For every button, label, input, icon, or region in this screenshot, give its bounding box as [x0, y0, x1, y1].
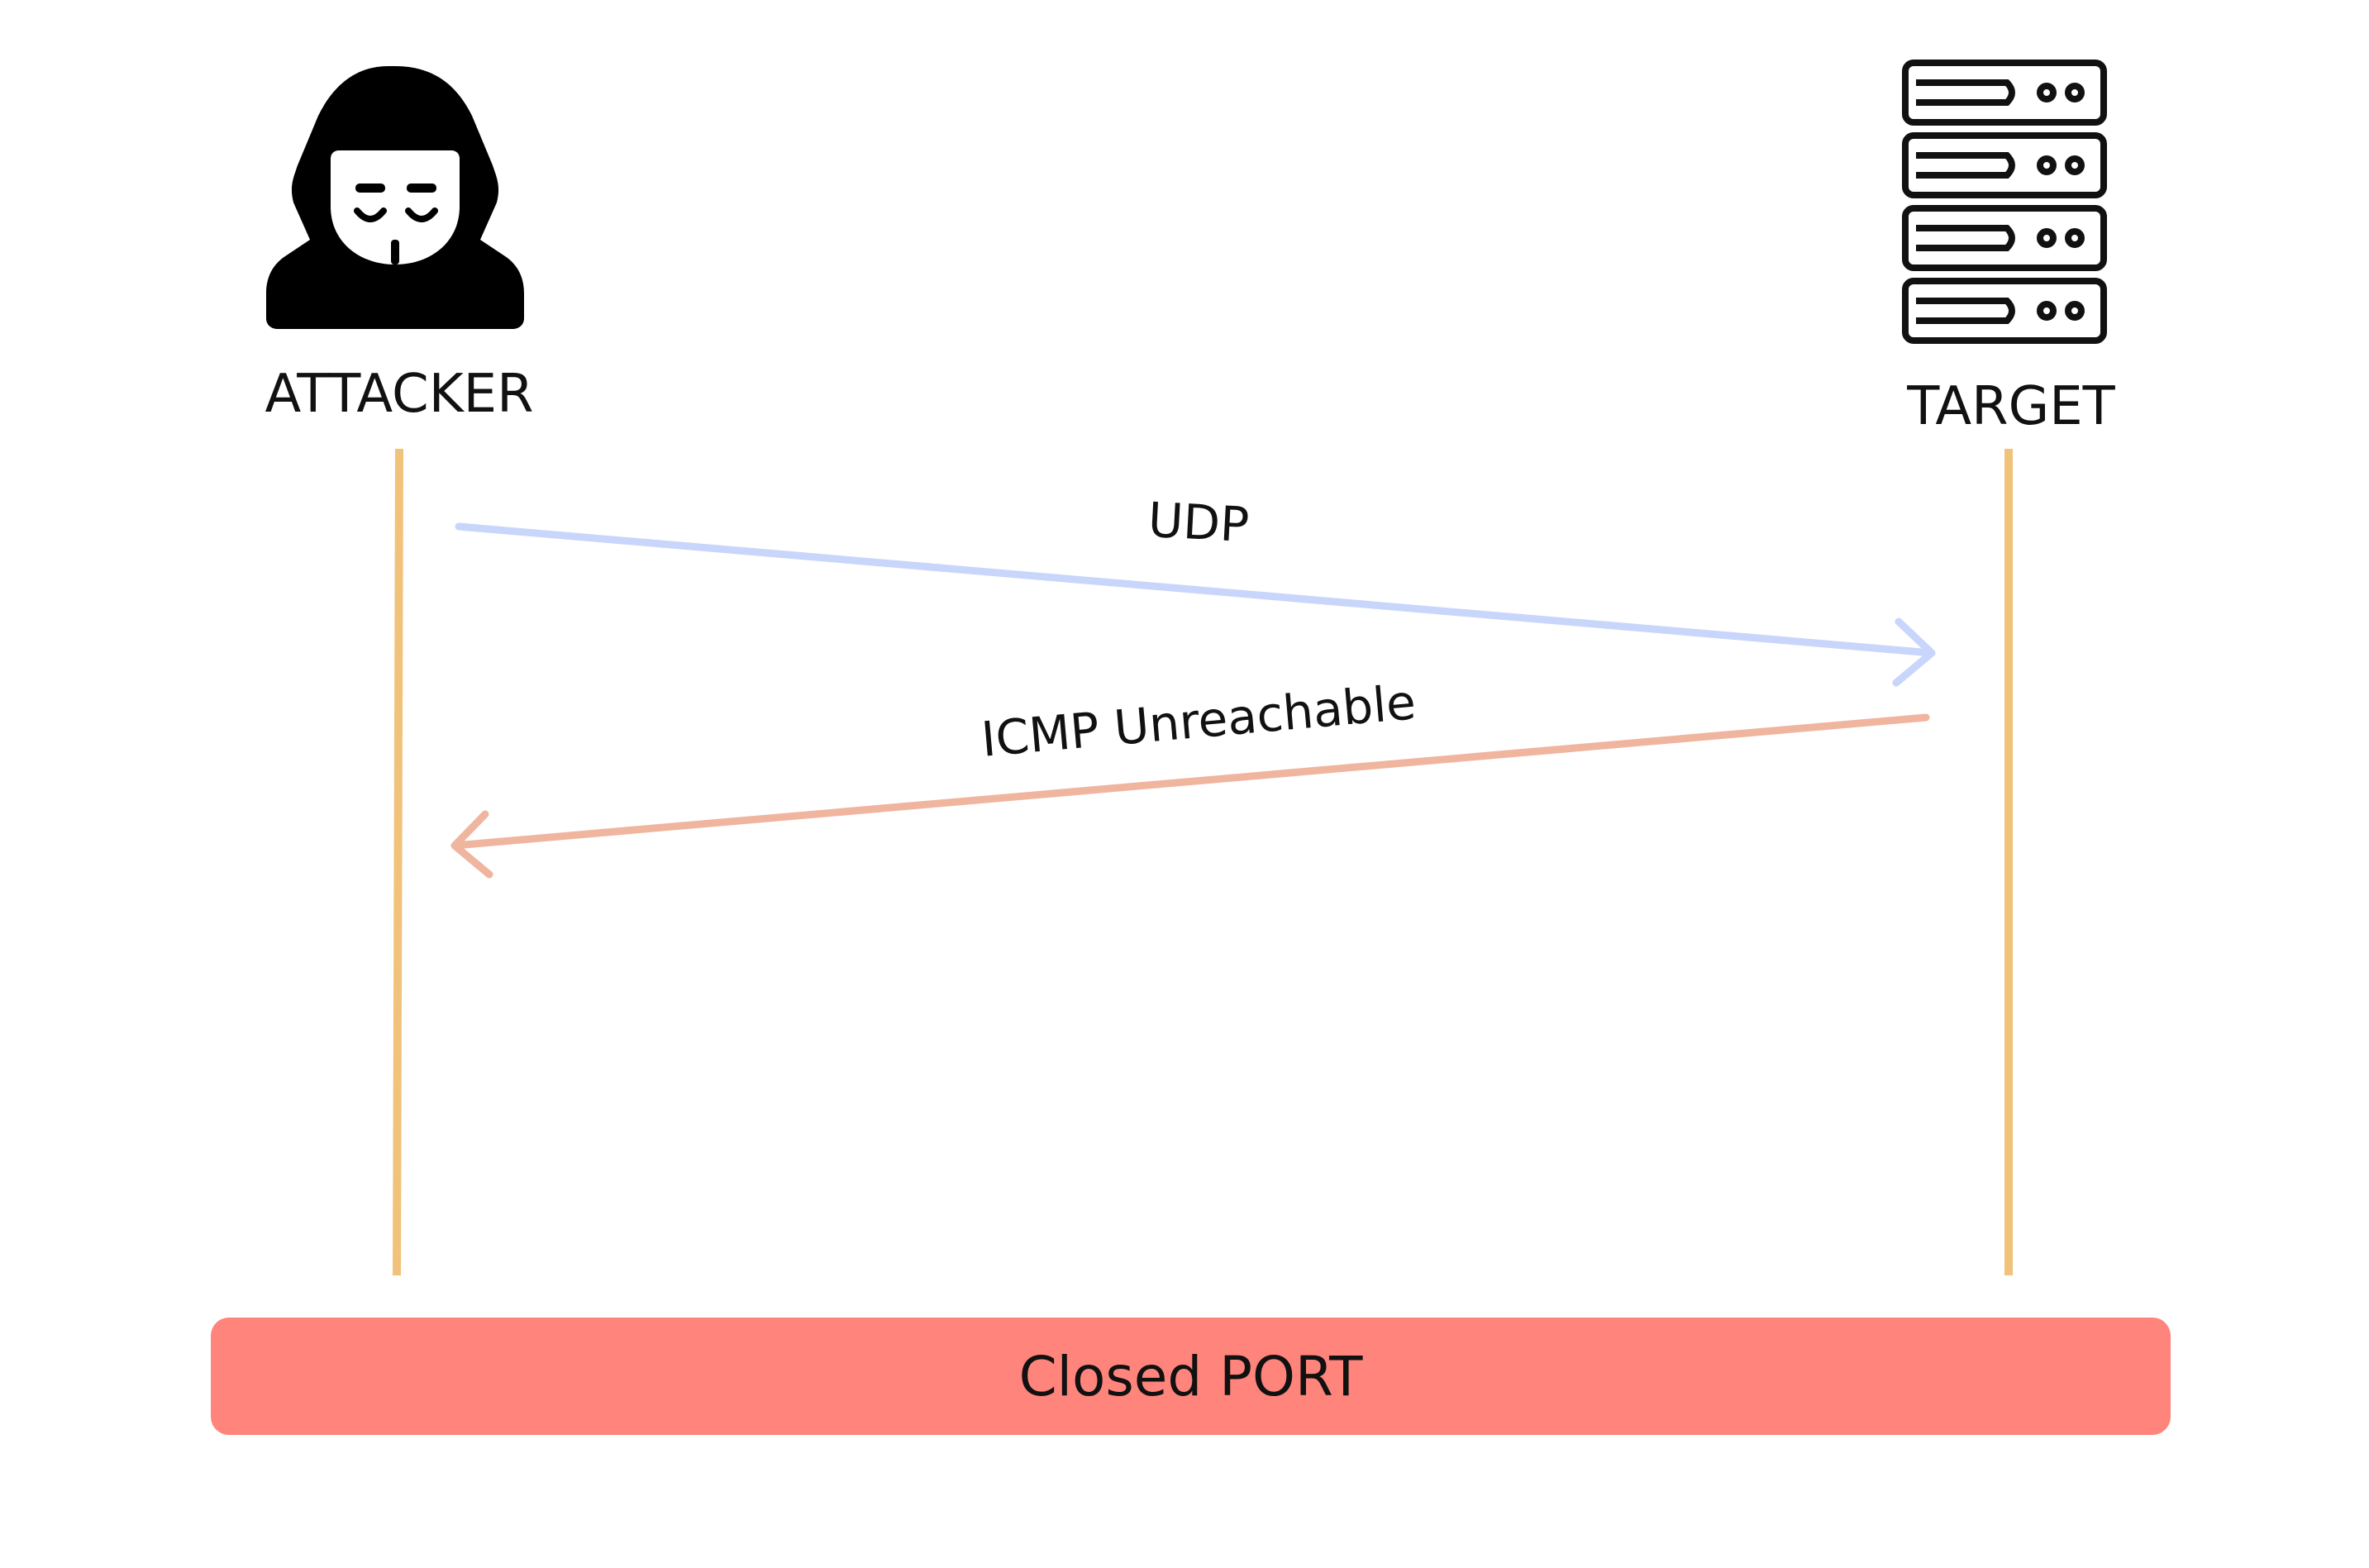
udp-arrow — [455, 522, 1936, 687]
closed-port-label: Closed PORT — [1018, 1344, 1363, 1408]
udp-message-label: UDP — [1146, 491, 1251, 554]
icmp-unreachable-arrow — [450, 713, 1930, 879]
hooded-hacker-icon — [266, 66, 524, 329]
server-rack-icon — [1902, 60, 2107, 344]
attacker-label: ATTACKER — [265, 364, 534, 425]
attacker-lifeline — [393, 448, 403, 1276]
target-label: TARGET — [1907, 376, 2115, 437]
closed-port-banner: Closed PORT — [211, 1318, 2171, 1435]
